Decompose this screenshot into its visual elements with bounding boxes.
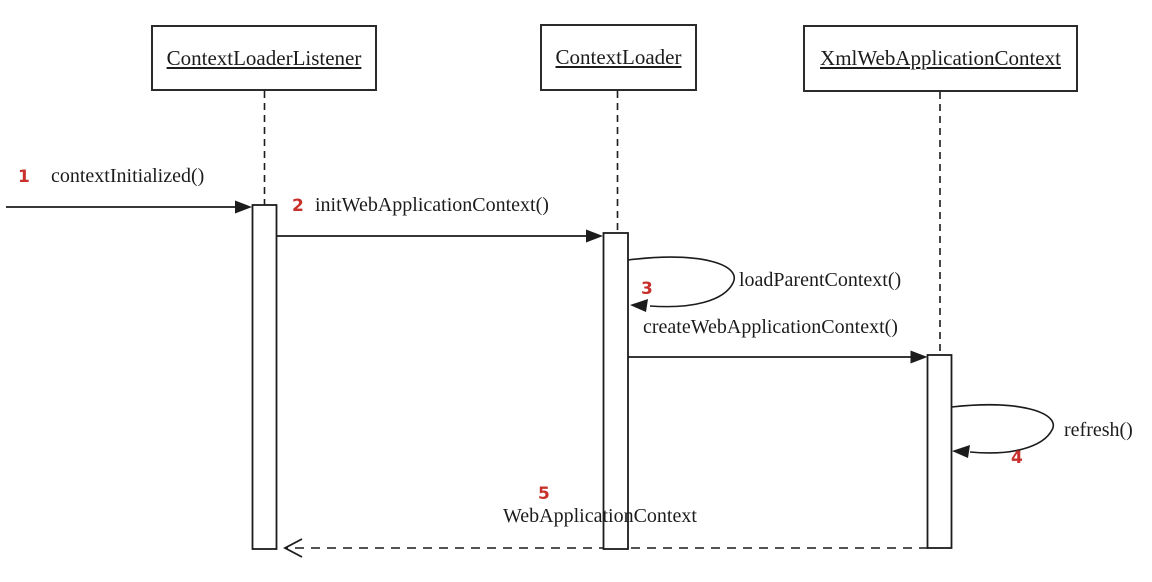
participant-box-contextloaderlistener: ContextLoaderListener xyxy=(151,25,377,91)
self-loop-loadparentcontext xyxy=(627,256,736,308)
seq-number-1: 1 xyxy=(18,167,30,187)
participant-name-xmlwebapplicationcontext: XmlWebApplicationContext xyxy=(820,46,1061,70)
seq-number-4: 4 xyxy=(1011,448,1023,468)
message-label-webapplicationcontext: WebApplicationContext xyxy=(503,505,697,527)
message-label-initwebapplicationcontext: initWebApplicationContext() xyxy=(315,194,549,216)
arrowhead-createwebapplicationcontext-icon xyxy=(910,350,928,364)
self-loop-refresh xyxy=(951,404,1055,454)
participant-box-contextloader: ContextLoader xyxy=(540,24,697,91)
seq-number-2: 2 xyxy=(292,196,304,216)
return-arrowhead-icon xyxy=(283,538,303,558)
activation-bar-contextloader xyxy=(602,232,629,550)
activation-bar-contextloaderlistener xyxy=(251,204,278,550)
arrowhead-contextinitialized-icon xyxy=(235,200,252,214)
seq-number-5: 5 xyxy=(538,484,550,504)
participant-name-contextloaderlistener: ContextLoaderListener xyxy=(166,45,362,70)
participant-box-xmlwebapplicationcontext: XmlWebApplicationContext xyxy=(803,25,1078,92)
seq-number-3: 3 xyxy=(641,279,653,299)
message-label-contextinitialized: contextInitialized() xyxy=(51,165,205,187)
message-label-createwebapplicationcontext: createWebApplicationContext() xyxy=(643,316,898,338)
arrowhead-initwebapplicationcontext-icon xyxy=(586,229,603,243)
arrowhead-loadparentcontext-icon xyxy=(630,299,648,312)
participant-name-contextloader: ContextLoader xyxy=(555,45,682,69)
activation-bar-xmlwebapplicationcontext xyxy=(926,354,953,549)
arrowhead-refresh-icon xyxy=(952,445,970,458)
message-label-loadparentcontext: loadParentContext() xyxy=(739,269,902,291)
message-label-refresh: refresh() xyxy=(1064,419,1133,441)
